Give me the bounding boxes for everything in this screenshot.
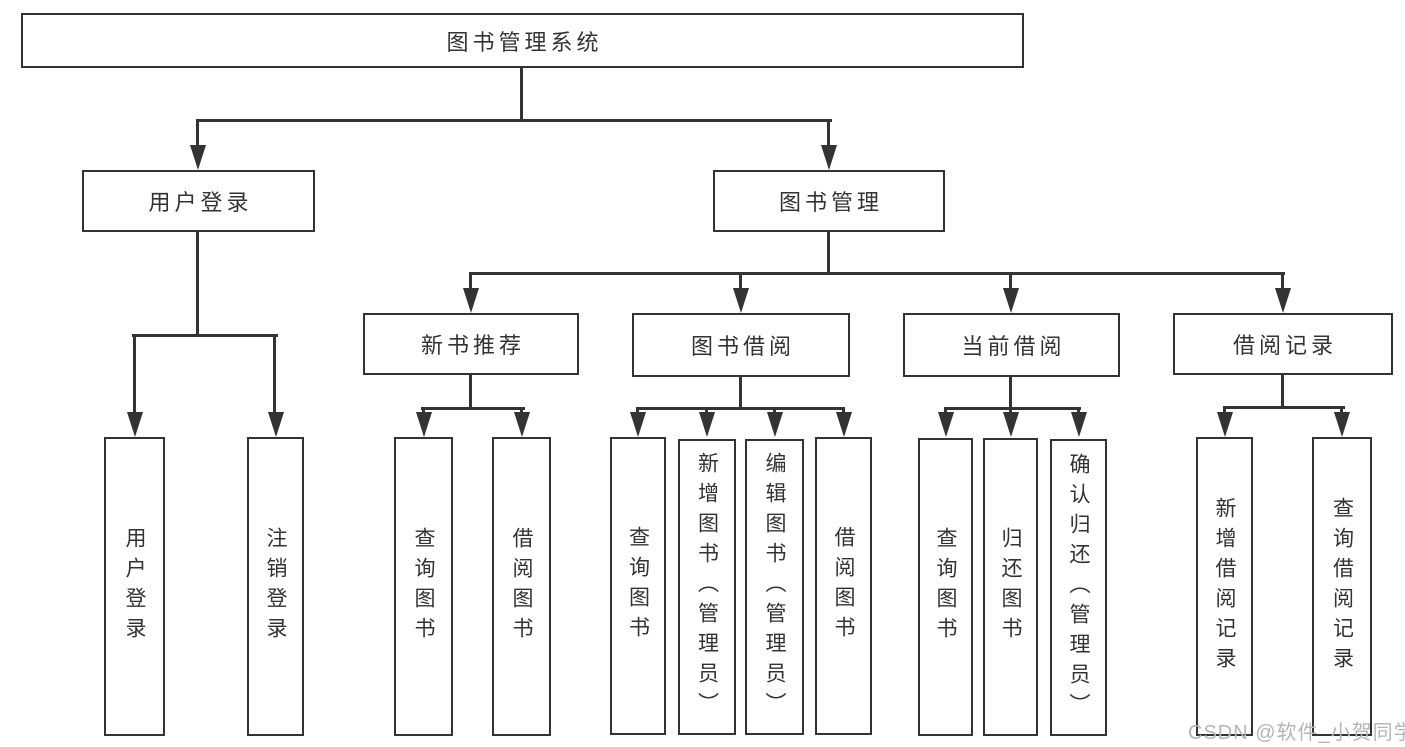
arrow-down-icon xyxy=(1003,288,1019,313)
leaf-query-books-2: 查询图书 xyxy=(610,437,666,735)
node-user-login: 用户登录 xyxy=(82,170,315,232)
connector-current-bus xyxy=(944,407,1081,410)
node-borrowing-records-label: 借阅记录 xyxy=(1232,333,1337,358)
leaf-borrow-books-1-label: 借阅图书 xyxy=(510,526,533,647)
connector-to-leaf-logout xyxy=(273,334,276,414)
leaf-edit-books-admin: 编辑图书（管理员） xyxy=(745,439,804,735)
leaf-query-books-3-label: 查询图书 xyxy=(934,527,957,647)
connector-records-bus xyxy=(1223,406,1345,409)
arrow-down-icon xyxy=(416,412,432,437)
connector-root-to-user-login xyxy=(196,119,199,149)
leaf-user-login: 用户登录 xyxy=(104,437,165,736)
connector-root-bus xyxy=(197,119,832,122)
node-current-borrowing: 当前借阅 xyxy=(903,313,1120,377)
node-new-book-recommend: 新书推荐 xyxy=(363,313,579,375)
leaf-add-borrow-record-label: 新增借阅记录 xyxy=(1213,496,1236,677)
arrow-down-icon xyxy=(190,145,206,170)
arrow-down-icon xyxy=(767,412,783,437)
leaf-logout: 注销登录 xyxy=(247,437,304,736)
arrow-down-icon xyxy=(268,412,284,437)
connector-to-leaf-add-record xyxy=(1223,406,1226,415)
connector-book-mgmt-bus xyxy=(469,272,1285,275)
arrow-down-icon xyxy=(821,145,837,170)
connector-to-leaf-add-books xyxy=(705,407,708,415)
leaf-borrow-books-2-label: 借阅图书 xyxy=(832,526,855,646)
connector-to-leaf-confirm-return xyxy=(1077,407,1080,415)
connector-new-book-bus xyxy=(421,407,525,410)
connector-borrowing-stem xyxy=(739,377,742,410)
connector-user-login-stem xyxy=(196,232,199,337)
leaf-query-borrow-record: 查询借阅记录 xyxy=(1312,437,1372,736)
arrow-down-icon xyxy=(630,412,646,437)
connector-to-leaf-borrow-1 xyxy=(520,407,523,415)
connector-to-leaf-user-login xyxy=(133,334,136,414)
node-user-login-label: 用户登录 xyxy=(148,190,253,215)
node-book-management-label: 图书管理 xyxy=(778,190,883,215)
node-book-management: 图书管理 xyxy=(713,170,945,232)
leaf-add-borrow-record: 新增借阅记录 xyxy=(1196,437,1253,736)
node-new-book-recommend-label: 新书推荐 xyxy=(420,333,525,358)
connector-borrowing-bus xyxy=(637,407,845,410)
arrow-down-icon xyxy=(1071,412,1087,437)
arrow-down-icon xyxy=(836,412,852,437)
arrow-down-icon xyxy=(514,412,530,437)
arrow-down-icon xyxy=(1334,412,1350,437)
arrow-down-icon xyxy=(1003,412,1019,437)
node-library-system: 图书管理系统 xyxy=(21,13,1024,68)
csdn-watermark: CSDN @软件_小贺同学 xyxy=(1188,722,1405,744)
connector-records-stem xyxy=(1281,375,1284,408)
arrow-down-icon xyxy=(733,288,749,313)
arrow-down-icon xyxy=(1275,288,1291,313)
connector-to-leaf-query-record xyxy=(1340,406,1343,415)
connector-to-current xyxy=(1009,272,1012,290)
leaf-return-books-label: 归还图书 xyxy=(999,527,1022,647)
connector-to-leaf-borrow-2 xyxy=(842,407,845,415)
leaf-confirm-return-admin: 确认归还（管理员） xyxy=(1050,439,1107,736)
arrow-down-icon xyxy=(463,288,479,313)
node-book-borrowing-label: 图书借阅 xyxy=(690,334,795,359)
connector-to-leaf-query-2 xyxy=(636,407,639,415)
arrow-down-icon xyxy=(1217,412,1233,437)
connector-root-to-book-mgmt xyxy=(827,119,830,149)
leaf-return-books: 归还图书 xyxy=(983,438,1038,736)
leaf-logout-label: 注销登录 xyxy=(264,526,287,647)
connector-root-stem xyxy=(520,68,523,121)
connector-to-records xyxy=(1281,272,1284,290)
connector-new-book-stem xyxy=(469,375,472,410)
leaf-add-books-admin: 新增图书（管理员） xyxy=(678,439,736,735)
arrow-down-icon xyxy=(127,412,143,437)
leaf-user-login-label: 用户登录 xyxy=(123,526,146,647)
arrow-down-icon xyxy=(938,412,954,437)
leaf-query-books-2-label: 查询图书 xyxy=(626,526,650,646)
node-book-borrowing: 图书借阅 xyxy=(632,313,850,377)
leaf-query-books-1: 查询图书 xyxy=(394,437,453,736)
connector-to-leaf-query-1 xyxy=(422,407,425,415)
connector-to-borrowing xyxy=(739,272,742,290)
connector-book-mgmt-stem xyxy=(827,232,830,275)
connector-to-new-book xyxy=(469,272,472,290)
leaf-edit-books-admin-label: 编辑图书（管理员） xyxy=(763,452,786,722)
leaf-query-borrow-record-label: 查询借阅记录 xyxy=(1330,496,1354,677)
leaf-borrow-books-2: 借阅图书 xyxy=(815,437,872,735)
leaf-query-books-3: 查询图书 xyxy=(918,438,973,736)
leaf-confirm-return-admin-label: 确认归还（管理员） xyxy=(1067,452,1090,723)
connector-to-leaf-query-3 xyxy=(944,407,947,415)
connector-user-login-bus xyxy=(132,334,278,337)
node-borrowing-records: 借阅记录 xyxy=(1173,313,1393,375)
node-library-system-label: 图书管理系统 xyxy=(446,29,603,55)
arrow-down-icon xyxy=(699,412,715,437)
connector-to-leaf-edit-books xyxy=(773,407,776,415)
node-current-borrowing-label: 当前借阅 xyxy=(961,334,1066,359)
connector-current-stem xyxy=(1009,377,1012,410)
leaf-borrow-books-1: 借阅图书 xyxy=(492,437,551,736)
leaf-query-books-1-label: 查询图书 xyxy=(412,526,435,647)
leaf-add-books-admin-label: 新增图书（管理员） xyxy=(695,452,719,722)
connector-to-leaf-return xyxy=(1009,407,1012,415)
